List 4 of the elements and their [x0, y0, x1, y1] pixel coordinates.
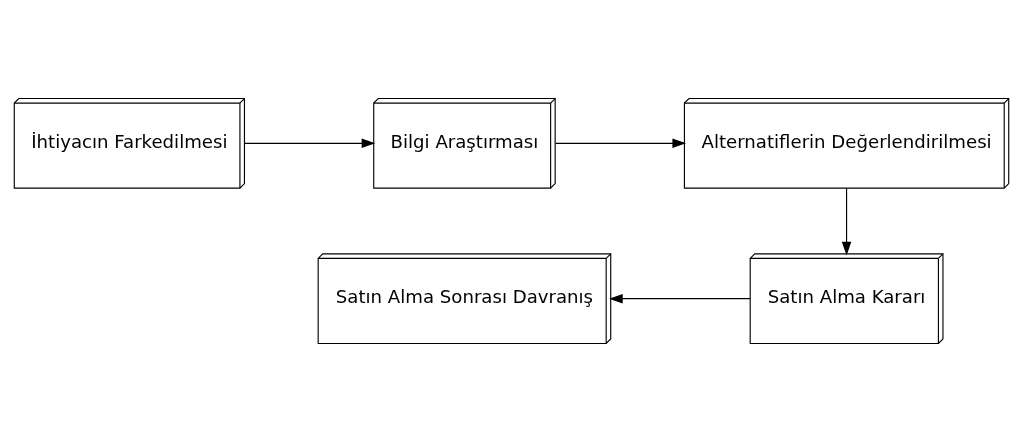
arrow [841, 187, 851, 255]
arrow [608, 293, 750, 303]
arrow [554, 138, 686, 148]
arrow [243, 138, 375, 148]
